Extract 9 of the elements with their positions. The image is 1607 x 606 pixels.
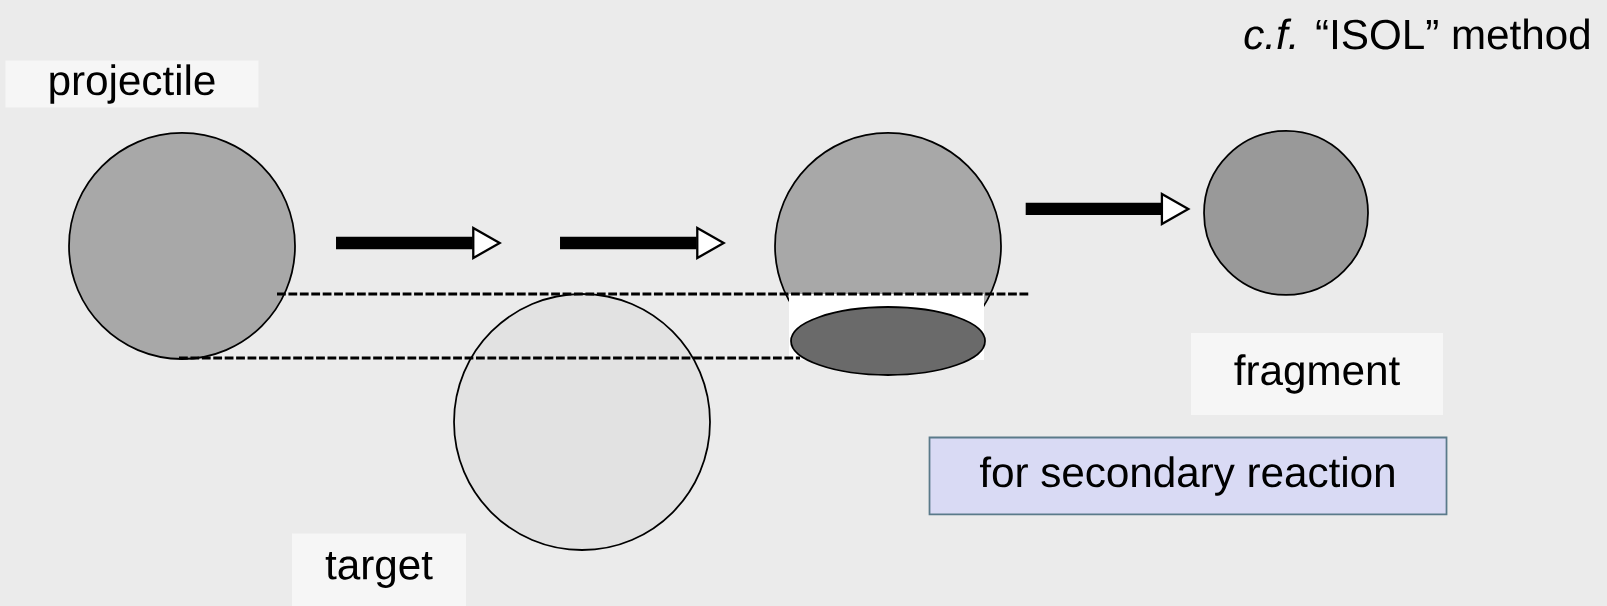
note-text: c.f. “ISOL” method bbox=[1244, 18, 1589, 50]
label-box: fragment bbox=[1191, 333, 1443, 415]
note-box: for secondary reaction bbox=[928, 436, 1448, 516]
projectile-nucleus bbox=[68, 132, 296, 360]
abraded-part bbox=[790, 306, 986, 376]
fragment-nucleus bbox=[1203, 130, 1369, 296]
label-box: projectile bbox=[5, 60, 259, 108]
label-box: target bbox=[292, 533, 466, 606]
target-nucleus bbox=[453, 293, 711, 551]
